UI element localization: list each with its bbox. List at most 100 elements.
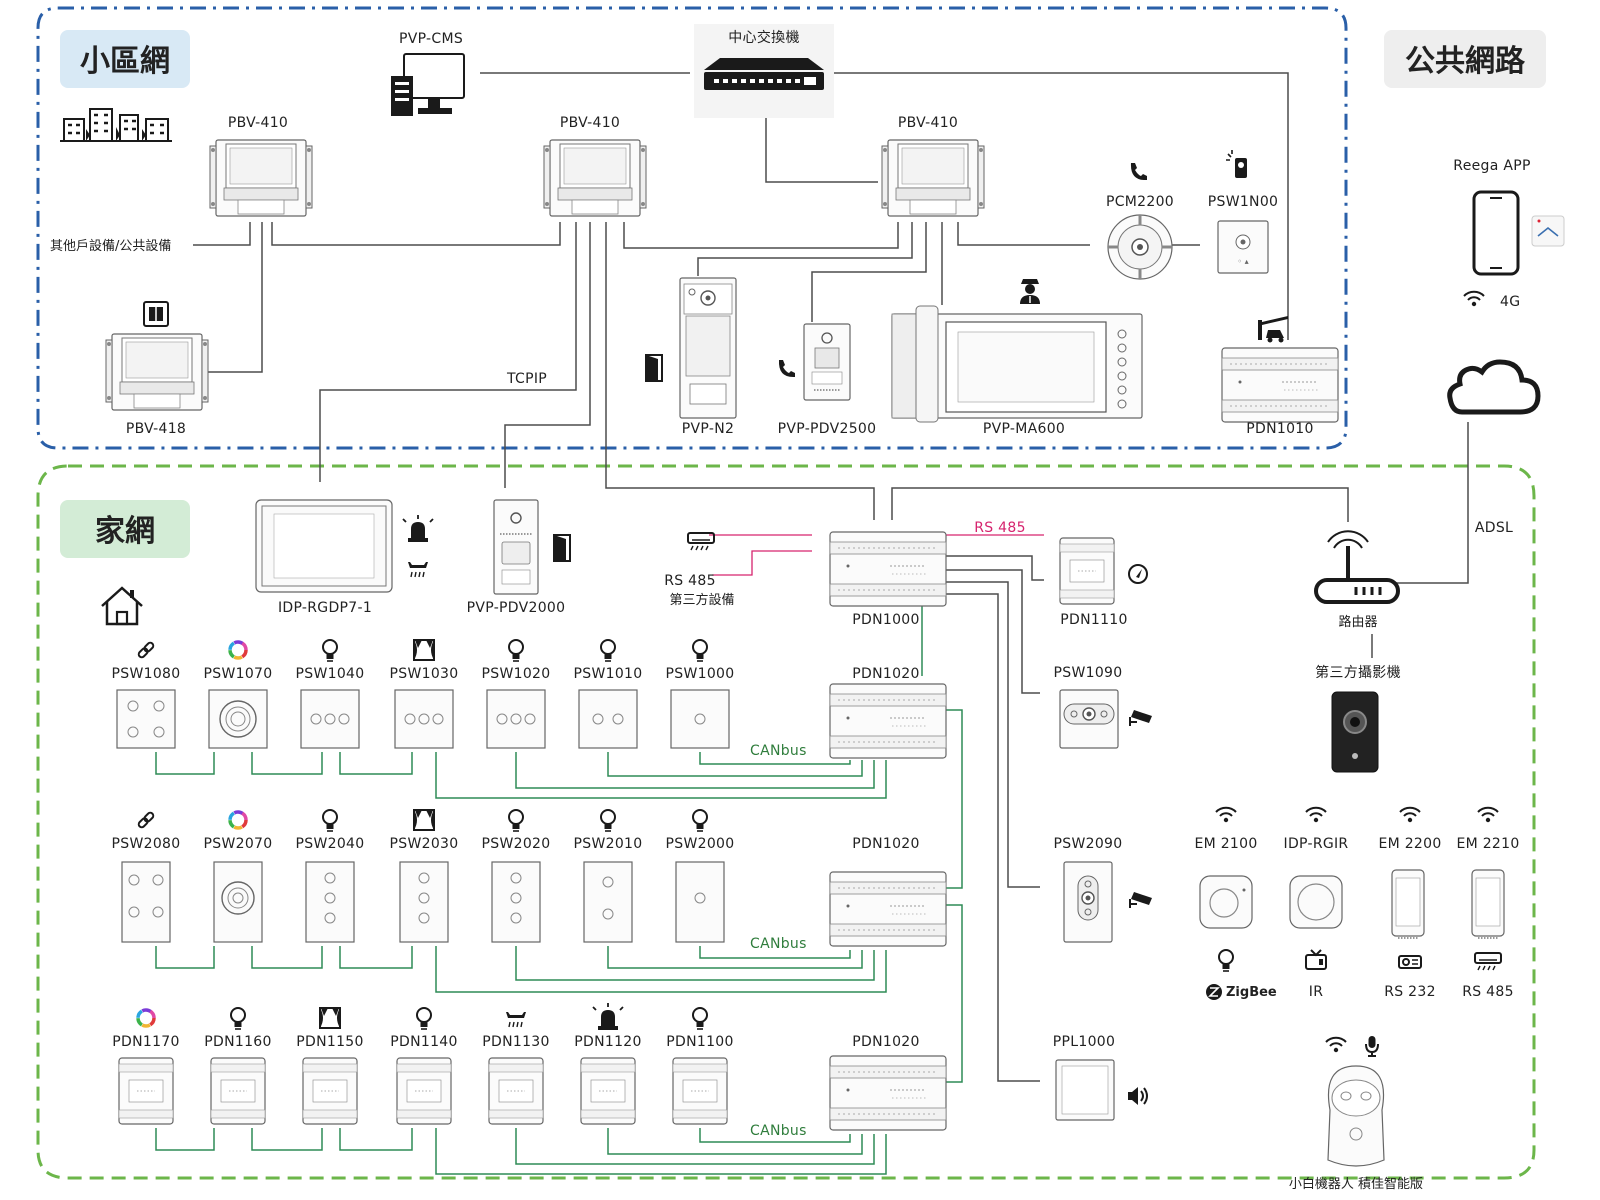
pdn1110-label: PDN1110 — [1060, 612, 1127, 628]
pcm2200-label: PCM2200 — [1106, 194, 1174, 210]
ppl1000: PPL1000 — [1053, 1034, 1148, 1121]
pcm2200: PCM2200 — [1106, 163, 1174, 280]
rs485-third-label-a: RS 485 — [664, 573, 716, 589]
row1-icons — [136, 639, 708, 662]
psw1020-panel — [486, 689, 546, 749]
reega-app: Reega APP 4G — [1453, 158, 1565, 310]
guard-icon — [1020, 279, 1040, 304]
em2210-device — [1471, 869, 1505, 939]
pvp-pdv2500: PVP-PDV2500 — [778, 323, 877, 437]
row3-label-3: PDN1140 — [390, 1034, 457, 1050]
pvp-pdv2500-label: PVP-PDV2500 — [778, 421, 877, 437]
wireless-devices: EM 2100 IDP-RGIR EM 2200 EM 2210 — [1194, 806, 1519, 1000]
psw2010-panel — [583, 861, 633, 943]
row2-label-3: PSW2030 — [390, 836, 459, 852]
pdn1150-module — [302, 1057, 358, 1125]
cloud-icon — [1447, 359, 1541, 415]
bulb-icon — [692, 809, 708, 832]
home-network-badge: 家網 — [60, 500, 190, 558]
ac-icon — [1474, 952, 1502, 971]
pvp-pdv2000-label: PVP-PDV2000 — [467, 600, 566, 616]
protocol-label-3: RS 485 — [1462, 984, 1514, 1000]
gauge-icon — [1128, 564, 1148, 584]
psw1040-panel — [300, 689, 360, 749]
central-switch: 中心交換機 — [694, 24, 834, 118]
psw1010-panel — [578, 689, 638, 749]
pvp-cms-station: PVP-CMS — [391, 31, 465, 116]
rs485-top-label: RS 485 — [974, 520, 1026, 536]
bulb-icon — [322, 639, 338, 662]
bulb-icon — [600, 809, 616, 832]
curtain-icon — [413, 639, 435, 661]
pbv-410-middle-label: PBV-410 — [560, 115, 620, 131]
color-ring-icon — [136, 1008, 156, 1028]
alarm-icon — [592, 1003, 624, 1030]
row1-label-6: PSW1000 — [666, 666, 735, 682]
door-icon-community — [645, 354, 663, 382]
color-ring-icon — [228, 640, 248, 660]
psw2040-panel — [305, 861, 355, 943]
psw2090: PSW2090 — [1054, 836, 1152, 943]
switch-row-1: PSW1080 PSW1070 PSW1040 PSW1030 PSW1020 … — [112, 639, 947, 799]
em2100-device — [1199, 875, 1253, 929]
cctv-icon — [1129, 710, 1152, 726]
pvp-pdv2000: PVP-PDV2000 — [467, 499, 571, 616]
pbv-410-right: PBV-410 — [881, 115, 985, 217]
psw1090-label: PSW1090 — [1054, 665, 1123, 681]
row1-label-2: PSW1040 — [296, 666, 365, 682]
link-icon — [136, 810, 156, 830]
row2-label-6: PSW2000 — [666, 836, 735, 852]
row3-pdn1020-label: PDN1020 — [852, 1034, 919, 1050]
pbv-418: PBV-418 — [105, 301, 209, 437]
row2-pdn1020-label: PDN1020 — [852, 836, 919, 852]
row2-label-4: PSW2020 — [482, 836, 551, 852]
bulb-icon — [322, 809, 338, 832]
central-switch-label: 中心交換機 — [728, 29, 800, 46]
protocol-label-1: IR — [1309, 984, 1323, 1000]
third-party-camera: 第三方攝影機 — [1315, 664, 1401, 773]
rs485-third-label-b: 第三方設備 — [669, 592, 734, 608]
pdn1000-label: PDN1000 — [852, 612, 919, 628]
mic-icon — [1365, 1036, 1379, 1057]
wireless-label-2: EM 2200 — [1378, 836, 1441, 852]
row3-label-2: PDN1150 — [296, 1034, 363, 1050]
row3-label-1: PDN1160 — [204, 1034, 271, 1050]
row1-label-5: PSW1010 — [574, 666, 643, 682]
reega-app-label: Reega APP — [1453, 158, 1530, 174]
alarm-icon — [402, 515, 434, 542]
psw1n00: PSW1N00 ◦ ▴ — [1208, 150, 1278, 274]
row3-label-5: PDN1120 — [574, 1034, 641, 1050]
pdn1160-module — [210, 1057, 266, 1125]
robot-label: 小白機器人 積佳智能版 — [1289, 1176, 1423, 1192]
public-network-badge: 公共網路 — [1384, 30, 1546, 88]
row1-label-0: PSW1080 — [112, 666, 181, 682]
router: 路由器 — [1314, 530, 1400, 658]
wireless-label-1: IDP-RGIR — [1284, 836, 1349, 852]
pdn1100-module — [672, 1057, 728, 1125]
tv-icon — [1305, 949, 1327, 970]
row2-icons — [136, 809, 708, 832]
house-icon — [101, 586, 143, 626]
wireless-label-0: EM 2100 — [1194, 836, 1257, 852]
pdn1110: PDN1110 — [1059, 537, 1148, 628]
row1-pdn1020-label: PDN1020 — [852, 666, 919, 682]
cctv-icon — [1129, 892, 1152, 908]
bulb-icon — [508, 809, 524, 832]
row1-pdn1020: PDN1020 — [829, 666, 947, 759]
psw1030-panel — [394, 689, 454, 749]
row2-label-2: PSW2040 — [296, 836, 365, 852]
pdn1120-module — [580, 1057, 636, 1125]
idp-rgdp7-1: IDP-RGDP7-1 — [255, 499, 434, 616]
wifi-icon — [1399, 806, 1421, 824]
pdn1000: PDN1000 — [829, 531, 947, 628]
zigbee-logo: ZigBee — [1206, 984, 1277, 1000]
tcpip-label: TCPIP — [506, 371, 547, 387]
wifi-icon — [1463, 290, 1485, 308]
pbv-410-right-label: PBV-410 — [898, 115, 958, 131]
wifi-icon — [1215, 806, 1237, 824]
idp-rgir-device — [1289, 875, 1343, 929]
rs485-third-party: RS 485 第三方設備 — [664, 532, 735, 608]
door-icon — [553, 534, 571, 562]
pbv-418-label: PBV-418 — [126, 421, 186, 437]
